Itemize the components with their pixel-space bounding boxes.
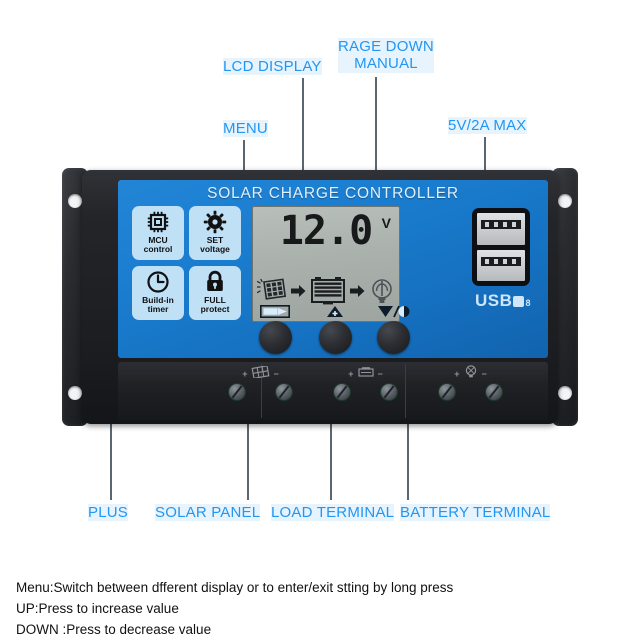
annotation-solar-panel: SOLAR PANEL	[155, 504, 261, 522]
usb-label-text: USB	[475, 291, 513, 310]
badge-label: SET voltage	[200, 235, 230, 254]
minus-sign: −	[377, 369, 383, 379]
terminal-screws[interactable]	[408, 383, 533, 401]
lock-icon	[203, 269, 227, 295]
device-faceplate: SOLAR CHARGE CONTROLLER	[118, 180, 548, 358]
plus-sign: +	[454, 369, 460, 379]
mounting-hole-icon	[558, 386, 572, 400]
terminal-divider	[261, 364, 262, 418]
terminal-screw[interactable]	[437, 383, 456, 401]
minus-sign: −	[481, 369, 487, 379]
usb-port-block[interactable]	[472, 208, 530, 286]
down-triangle-bulb-icon	[372, 304, 414, 319]
badge-mcu-control: MCU control	[132, 206, 184, 260]
up-triangle-plus-icon	[314, 304, 356, 319]
annotation-usb-rating: 5V/2A MAX	[448, 117, 527, 135]
lcd-flow-row	[253, 276, 399, 311]
terminal-screws[interactable]	[303, 383, 428, 401]
arrow-right-icon	[350, 284, 365, 303]
badge-label: MCU control	[143, 235, 173, 254]
annotation-lcd-display: LCD DISPLAY	[223, 58, 322, 76]
usb-label-sub: 8	[525, 298, 531, 308]
battery-icon	[357, 365, 375, 383]
device-chassis: SOLAR CHARGE CONTROLLER	[82, 170, 558, 424]
usb-section: USB 8	[472, 208, 534, 311]
clock-icon	[146, 269, 170, 295]
menu-button-group[interactable]	[254, 304, 296, 354]
badge-buildin-timer: Build-in timer	[132, 266, 184, 320]
lcd-voltage-value: 12.0	[279, 208, 373, 254]
instructions-block: Menu:Switch between dfferent display or …	[16, 578, 626, 640]
badge-label: FULL protect	[200, 295, 230, 314]
lcd-voltage-unit: V	[381, 215, 391, 231]
annotation-menu: MENU	[223, 120, 268, 138]
annotation-load-terminal: LOAD TERMINAL	[271, 504, 395, 522]
usb-label: USB 8	[472, 291, 534, 311]
terminal-group-load[interactable]: + −	[408, 362, 533, 420]
solar-charge-controller-device: SOLAR CHARGE CONTROLLER	[62, 168, 578, 426]
usb-port-icon[interactable]	[477, 213, 525, 245]
leader-battery-terminal	[407, 424, 409, 500]
terminal-symbol-row: + −	[408, 365, 533, 383]
menu-button[interactable]	[258, 321, 292, 354]
plus-sign: +	[348, 369, 354, 379]
terminal-screw[interactable]	[485, 383, 504, 401]
light-bulb-icon	[369, 277, 395, 310]
leader-lcd-display	[302, 78, 304, 205]
lcd-display: 12.0 V	[252, 206, 400, 322]
terminal-strip: + −	[118, 362, 548, 420]
device-title: SOLAR CHARGE CONTROLLER	[207, 185, 459, 202]
annotation-plus: PLUS	[88, 504, 128, 522]
instruction-line-menu: Menu:Switch between dfferent display or …	[16, 580, 454, 595]
terminal-screw[interactable]	[380, 383, 399, 401]
annotation-battery-terminal: BATTERY TERMINAL	[400, 504, 551, 522]
annotation-rage-down-manual: RAGE DOWN MANUAL	[338, 38, 434, 73]
terminal-screw[interactable]	[332, 383, 351, 401]
leader-load-terminal	[330, 424, 332, 500]
terminal-symbol-row: + −	[198, 365, 323, 383]
down-button[interactable]	[376, 321, 410, 354]
plus-sign: +	[242, 369, 248, 379]
badge-set-voltage: SET voltage	[189, 206, 241, 260]
badge-label: Build-in timer	[142, 295, 174, 314]
battery-icon	[310, 276, 346, 311]
mounting-hole-icon	[68, 194, 82, 208]
terminal-symbol-row: + −	[303, 367, 428, 381]
menu-battery-icon	[254, 304, 296, 319]
usb-port-icon[interactable]	[477, 249, 525, 281]
leader-usb-rating	[484, 137, 486, 193]
minus-sign: −	[273, 369, 279, 379]
mcu-chip-icon	[146, 209, 170, 235]
leader-solar-panel	[247, 424, 249, 500]
up-button[interactable]	[318, 321, 352, 354]
badge-full-protect: FULL protect	[189, 266, 241, 320]
mounting-hole-icon	[558, 194, 572, 208]
terminal-group-battery[interactable]: + −	[303, 362, 428, 420]
terminal-divider	[405, 364, 406, 418]
mounting-hole-icon	[68, 386, 82, 400]
solar-panel-icon	[251, 365, 271, 383]
arrow-right-icon	[291, 284, 306, 303]
terminal-screw[interactable]	[275, 383, 294, 401]
terminal-group-solar-panel[interactable]: + −	[198, 362, 323, 420]
up-button-group[interactable]	[314, 304, 356, 354]
terminal-screw[interactable]	[227, 383, 246, 401]
usb-square-icon	[513, 296, 525, 307]
terminal-screws[interactable]	[198, 383, 323, 401]
sun-solar-panel-icon	[256, 278, 287, 309]
down-button-group[interactable]	[372, 304, 414, 354]
instruction-line-up: UP:Press to increase value	[16, 600, 179, 616]
leader-plus	[110, 424, 112, 500]
light-bulb-icon	[463, 365, 479, 383]
instruction-line-down: DOWN :Press to decrease value	[16, 621, 212, 637]
gear-icon	[203, 209, 227, 235]
